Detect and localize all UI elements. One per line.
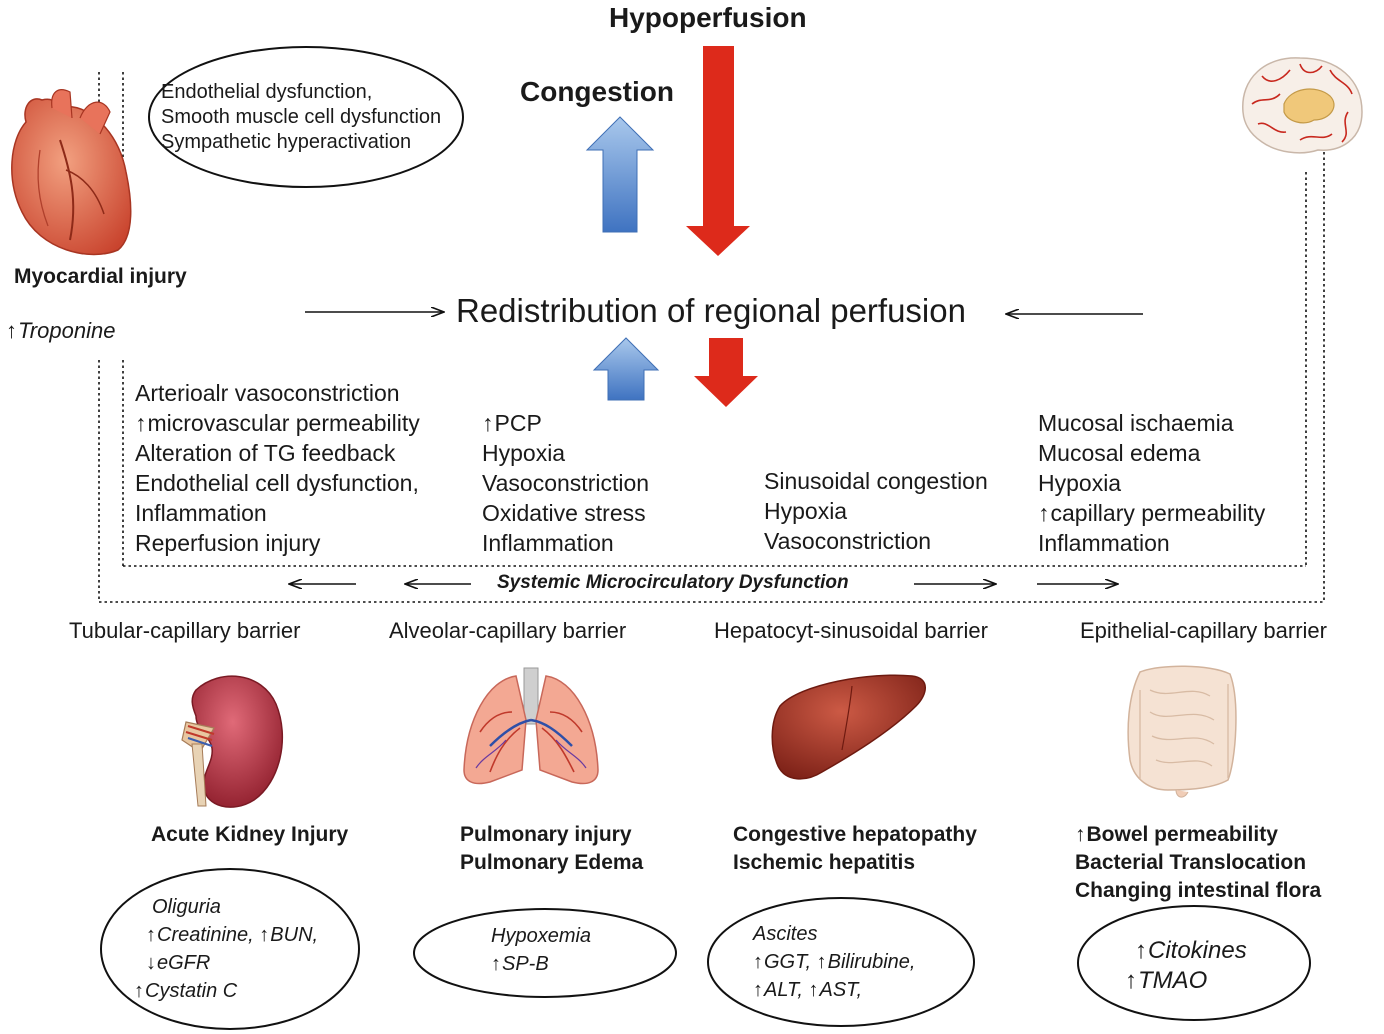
heart-ellipse-text: Endothelial dysfunction, Smooth muscle c… <box>161 81 442 153</box>
lower-blue-arrow <box>592 337 660 401</box>
gut-barrier-label: Epithelial-capillary barrier <box>1080 618 1327 643</box>
liver-mechanisms: Sinusoidal congestion Hypoxia Vasoconstr… <box>764 468 988 554</box>
kidney-outcome: Acute Kidney Injury <box>151 823 349 846</box>
gut-outcome: Bowel permeability Bacterial Translocati… <box>1075 821 1321 905</box>
lung-outcome: Pulmonary injury Pulmonary Edema <box>460 823 644 874</box>
systemic-label: Systemic Microcirculatory Dysfunction <box>497 572 849 593</box>
troponine-marker: Troponine <box>6 318 115 344</box>
congestion-label: Congestion <box>520 76 674 107</box>
gut-markers: Citokines TMAO <box>1125 936 1247 996</box>
congestion-arrow <box>585 116 655 233</box>
gut-mechanisms: Mucosal ischaemia Mucosal edema Hypoxia … <box>1038 408 1265 558</box>
liver-organ-icon <box>771 674 926 780</box>
hypoperfusion-label: Hypoperfusion <box>609 2 807 33</box>
lung-mechanisms: PCP Hypoxia Vasoconstriction Oxidative s… <box>482 408 649 558</box>
redistribution-title: Redistribution of regional perfusion <box>456 292 966 329</box>
liver-outcome: Congestive hepatopathy Ischemic hepatiti… <box>733 823 977 874</box>
kidney-markers: Oliguria Creatinine, BUN, eGFR Cystatin … <box>145 893 318 1005</box>
kidney-barrier-label: Tubular-capillary barrier <box>69 618 301 643</box>
heart-ellipse <box>148 46 464 188</box>
lung-barrier-label: Alveolar-capillary barrier <box>389 618 627 643</box>
lungs-organ-icon <box>463 667 599 785</box>
lung-markers: Hypoxemia SP-B <box>491 922 591 978</box>
lower-red-arrow <box>694 338 758 407</box>
kidney-mechanisms: Arterioalr vasoconstriction microvascula… <box>135 378 420 558</box>
heart-organ-icon <box>11 89 132 256</box>
brain-organ-icon <box>1242 57 1363 154</box>
hypoperfusion-arrow <box>686 46 750 256</box>
liver-marker-ellipse <box>707 897 975 1027</box>
liver-markers: Ascites GGT, Bilirubine, ALT, AST, <box>753 920 915 1004</box>
intestine-organ-icon <box>1127 665 1237 798</box>
liver-barrier-label: Hepatocyt-sinusoidal barrier <box>714 618 988 643</box>
myocardial-injury-label: Myocardial injury <box>14 265 187 288</box>
kidney-organ-icon <box>181 675 284 808</box>
